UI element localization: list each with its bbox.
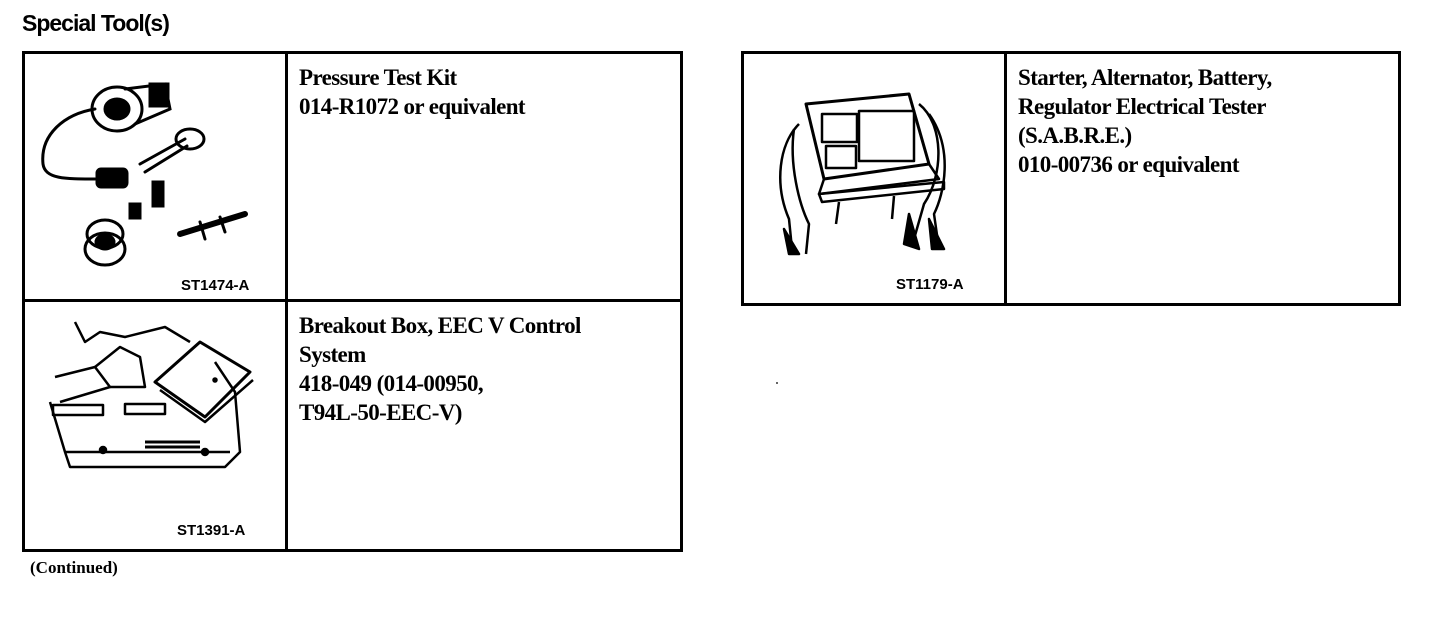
tool-name: Pressure Test Kit — [299, 65, 457, 90]
sabre-tester-icon — [779, 92, 946, 256]
tool-name-cont: Regulator Electrical Tester — [1018, 94, 1266, 119]
tool-description: Pressure Test Kit 014-R1072 or equivalen… — [288, 54, 680, 121]
tool-row-sabre-tester: ST1179-A Starter, Alternator, Battery, R… — [741, 51, 1401, 306]
pressure-test-kit-icon — [41, 82, 248, 267]
tool-abbreviation: (S.A.B.R.E.) — [1018, 123, 1132, 148]
tool-code-label: ST1474-A — [181, 277, 250, 294]
tool-image-cell: ST1474-A — [22, 51, 288, 302]
tool-part-number: 418-049 (014-00950, — [299, 371, 484, 396]
tool-part-number: 014-R1072 or equivalent — [299, 94, 526, 119]
tool-code-label: ST1391-A — [177, 522, 246, 539]
tool-name: Breakout Box, EEC V Control — [299, 313, 581, 338]
tool-description-cell: Starter, Alternator, Battery, Regulator … — [1004, 51, 1401, 306]
tool-row-pressure-test-kit: ST1474-A Pressure Test Kit 014-R1072 or … — [22, 51, 683, 302]
tool-name: Starter, Alternator, Battery, — [1018, 65, 1272, 90]
tool-row-breakout-box: ST1391-A Breakout Box, EEC V Control Sys… — [22, 299, 683, 552]
tool-description: Breakout Box, EEC V Control System 418-0… — [288, 302, 680, 427]
tool-description-cell: Breakout Box, EEC V Control System 418-0… — [285, 299, 683, 552]
continued-note: (Continued) — [30, 558, 118, 577]
tool-image-cell: ST1179-A — [741, 51, 1007, 306]
tool-code-label: ST1179-A — [896, 276, 964, 293]
tool-image-cell: ST1391-A — [22, 299, 288, 552]
page-title: Special Tool(s) — [22, 10, 170, 36]
tool-part-number-cont: T94L-50-EEC-V) — [299, 400, 462, 425]
special-tools-table-right: ST1179-A Starter, Alternator, Battery, R… — [741, 51, 1401, 306]
scan-speck — [776, 382, 778, 384]
tool-name-cont: System — [299, 342, 366, 367]
tool-part-number: 010-00736 or equivalent — [1018, 152, 1239, 177]
tool-description-cell: Pressure Test Kit 014-R1072 or equivalen… — [285, 51, 683, 302]
tool-description: Starter, Alternator, Battery, Regulator … — [1007, 54, 1398, 179]
breakout-box-icon — [48, 321, 254, 469]
special-tools-table-left: ST1474-A Pressure Test Kit 014-R1072 or … — [22, 51, 683, 552]
